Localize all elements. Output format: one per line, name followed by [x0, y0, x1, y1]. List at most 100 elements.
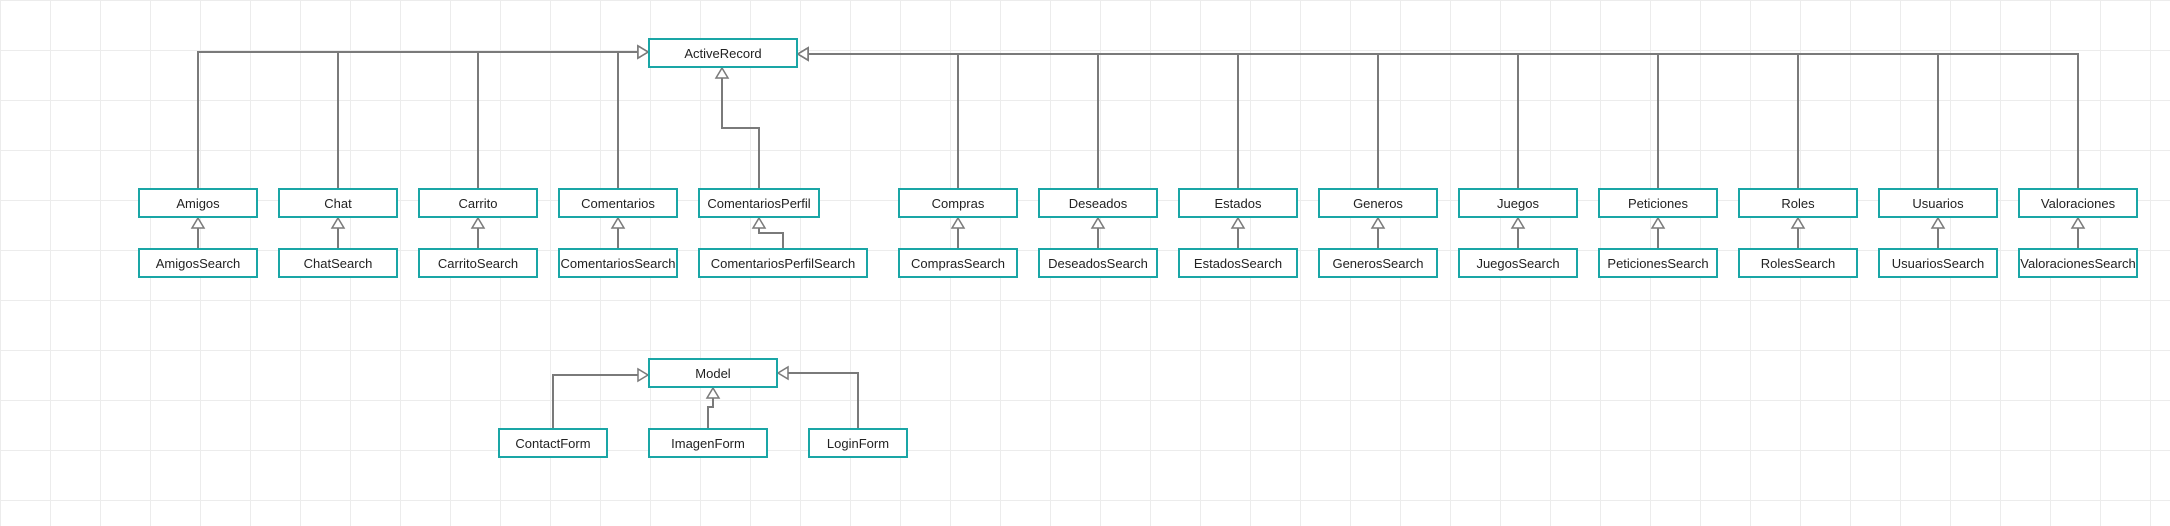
inheritance-arrow-icon — [796, 46, 809, 62]
edge-chat-to-activerecord — [337, 44, 650, 188]
edge-amigossearch-to-amigos — [190, 216, 206, 248]
edge-line — [197, 51, 638, 188]
class-box-imagenform[interactable]: ImagenForm — [648, 428, 768, 458]
edge-compras-to-activerecord — [796, 46, 959, 188]
inheritance-arrow-icon — [714, 66, 730, 79]
edge-peticiones-to-activerecord — [796, 46, 1659, 188]
inheritance-arrow-icon — [470, 216, 486, 229]
inheritance-arrow-icon — [1790, 216, 1806, 229]
class-box-estadossearch[interactable]: EstadosSearch — [1178, 248, 1298, 278]
edge-line — [808, 53, 2079, 188]
class-box-compras[interactable]: Compras — [898, 188, 1018, 218]
class-box-rolessearch[interactable]: RolesSearch — [1738, 248, 1858, 278]
edge-line — [788, 372, 859, 428]
edge-line — [808, 53, 1099, 188]
inheritance-arrow-icon — [1510, 216, 1526, 229]
class-box-juegos[interactable]: Juegos — [1458, 188, 1578, 218]
inheritance-arrow-icon — [190, 216, 206, 229]
edge-carrito-to-activerecord — [477, 44, 650, 188]
edge-line — [707, 398, 714, 428]
edge-line — [808, 53, 1799, 188]
edge-contactform-to-model — [552, 367, 650, 428]
class-box-juegossearch[interactable]: JuegosSearch — [1458, 248, 1578, 278]
class-box-usuarios[interactable]: Usuarios — [1878, 188, 1998, 218]
edge-generos-to-activerecord — [796, 46, 1379, 188]
edge-comentarios-to-activerecord — [617, 44, 650, 188]
class-box-comentarios[interactable]: Comentarios — [558, 188, 678, 218]
edge-chatsearch-to-chat — [330, 216, 346, 248]
inheritance-arrow-icon — [1230, 216, 1246, 229]
edge-comentariosperfilsearch-to-comentariosperfil — [751, 216, 784, 248]
inheritance-arrow-icon — [776, 365, 789, 381]
inheritance-arrow-icon — [2070, 216, 2086, 229]
edge-line — [808, 53, 959, 188]
edge-estados-to-activerecord — [796, 46, 1239, 188]
edge-line — [808, 53, 1379, 188]
edge-line — [337, 51, 638, 188]
edge-line — [808, 53, 1939, 188]
class-box-activerecord[interactable]: ActiveRecord — [648, 38, 798, 68]
edge-valoraciones-to-activerecord — [796, 46, 2079, 188]
inheritance-arrow-icon — [610, 216, 626, 229]
inheritance-arrow-icon — [637, 367, 650, 383]
edge-usuariossearch-to-usuarios — [1930, 216, 1946, 248]
edge-estadossearch-to-estados — [1230, 216, 1246, 248]
class-box-generossearch[interactable]: GenerosSearch — [1318, 248, 1438, 278]
edge-roles-to-activerecord — [796, 46, 1799, 188]
edge-peticionessearch-to-peticiones — [1650, 216, 1666, 248]
edge-usuarios-to-activerecord — [796, 46, 1939, 188]
edge-line — [808, 53, 1239, 188]
class-box-carrito[interactable]: Carrito — [418, 188, 538, 218]
class-box-comentariosperfil[interactable]: ComentariosPerfil — [698, 188, 820, 218]
class-box-amigossearch[interactable]: AmigosSearch — [138, 248, 258, 278]
edge-line — [758, 228, 784, 248]
edge-deseados-to-activerecord — [796, 46, 1099, 188]
edge-line — [808, 53, 1659, 188]
class-box-comentariossearch[interactable]: ComentariosSearch — [558, 248, 678, 278]
inheritance-arrow-icon — [1650, 216, 1666, 229]
inheritance-arrow-icon — [1930, 216, 1946, 229]
edge-line — [617, 51, 638, 188]
inheritance-arrow-icon — [751, 216, 767, 229]
class-box-peticionessearch[interactable]: PeticionesSearch — [1598, 248, 1718, 278]
inheritance-arrow-icon — [950, 216, 966, 229]
inheritance-arrow-icon — [705, 386, 721, 399]
edge-imagenform-to-model — [705, 386, 721, 428]
class-box-roles[interactable]: Roles — [1738, 188, 1858, 218]
class-box-deseados[interactable]: Deseados — [1038, 188, 1158, 218]
edge-carritosearch-to-carrito — [470, 216, 486, 248]
class-box-peticiones[interactable]: Peticiones — [1598, 188, 1718, 218]
edge-line — [477, 51, 638, 188]
class-box-model[interactable]: Model — [648, 358, 778, 388]
edge-comprassearch-to-compras — [950, 216, 966, 248]
class-box-comprassearch[interactable]: ComprasSearch — [898, 248, 1018, 278]
class-box-carritosearch[interactable]: CarritoSearch — [418, 248, 538, 278]
class-box-contactform[interactable]: ContactForm — [498, 428, 608, 458]
class-box-chatsearch[interactable]: ChatSearch — [278, 248, 398, 278]
edge-line — [552, 374, 638, 428]
class-box-loginform[interactable]: LoginForm — [808, 428, 908, 458]
class-box-usuariossearch[interactable]: UsuariosSearch — [1878, 248, 1998, 278]
edge-juegossearch-to-juegos — [1510, 216, 1526, 248]
edge-comentariosperfil-to-activerecord — [714, 66, 760, 188]
edge-valoracionessearch-to-valoraciones — [2070, 216, 2086, 248]
edge-comentariossearch-to-comentarios — [610, 216, 626, 248]
class-box-comentariosperfilsearch[interactable]: ComentariosPerfilSearch — [698, 248, 868, 278]
edge-line — [721, 78, 760, 188]
edge-generossearch-to-generos — [1370, 216, 1386, 248]
class-box-valoraciones[interactable]: Valoraciones — [2018, 188, 2138, 218]
inheritance-arrow-icon — [637, 44, 650, 60]
inheritance-arrow-icon — [1090, 216, 1106, 229]
edge-rolessearch-to-roles — [1790, 216, 1806, 248]
class-box-valoracionessearch[interactable]: ValoracionesSearch — [2018, 248, 2138, 278]
edge-juegos-to-activerecord — [796, 46, 1519, 188]
class-box-chat[interactable]: Chat — [278, 188, 398, 218]
edge-deseadossearch-to-deseados — [1090, 216, 1106, 248]
class-box-estados[interactable]: Estados — [1178, 188, 1298, 218]
class-box-generos[interactable]: Generos — [1318, 188, 1438, 218]
inheritance-arrow-icon — [330, 216, 346, 229]
class-box-amigos[interactable]: Amigos — [138, 188, 258, 218]
inheritance-arrow-icon — [1370, 216, 1386, 229]
class-box-deseadossearch[interactable]: DeseadosSearch — [1038, 248, 1158, 278]
